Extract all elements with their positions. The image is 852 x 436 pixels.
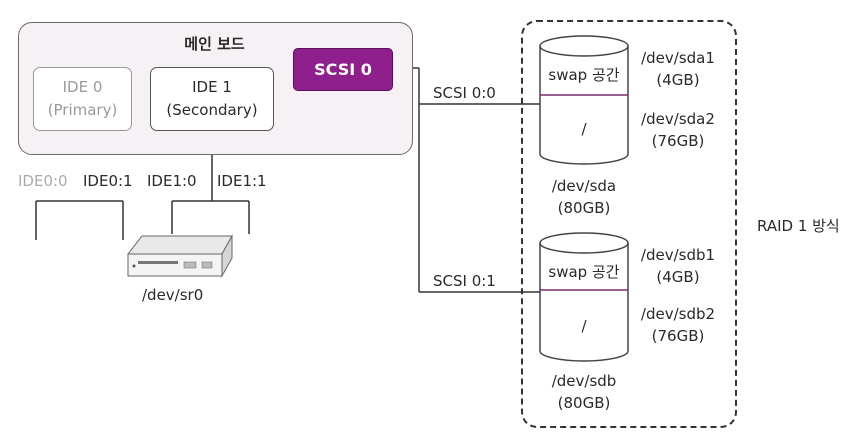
scsi0-controller: SCSI 0	[293, 48, 393, 91]
sda2-name: /dev/sda2	[641, 110, 715, 128]
sda1-size: (4GB)	[656, 70, 700, 89]
sdb-device-size: (80GB)	[557, 393, 611, 412]
ide0-controller: IDE 0 (Primary)	[33, 67, 132, 131]
sdb-device-name: /dev/sdb	[551, 372, 617, 390]
sdb2-name: /dev/sdb2	[640, 305, 716, 323]
cdrom-label: /dev/sr0	[142, 286, 204, 304]
scsi-0-0-label: SCSI 0:0	[433, 84, 496, 102]
raid-group-box	[521, 20, 737, 428]
sdb1-size: (4GB)	[656, 267, 700, 286]
disk-sdb-cylinder	[539, 232, 629, 362]
sdb1-name: /dev/sdb1	[640, 246, 716, 264]
disk-sda-cylinder	[539, 35, 629, 165]
sda-root-label: /	[581, 120, 587, 138]
ide1-role: (Secondary)	[166, 101, 258, 119]
sda-device: /dev/sda (80GB)	[530, 176, 638, 220]
port-ide0-0-label: IDE0:0	[18, 172, 68, 190]
raid-label: RAID 1 방식	[757, 217, 840, 235]
scsi-0-1-label: SCSI 0:1	[433, 272, 496, 290]
sdb-root-label: /	[581, 317, 587, 335]
sdb2-partition: /dev/sdb2 (76GB)	[632, 304, 724, 348]
port-ide1-0-label: IDE1:0	[147, 172, 197, 190]
sda2-partition: /dev/sda2 (76GB)	[632, 109, 724, 153]
motherboard-title: 메인 보드	[184, 35, 245, 53]
ide1-name: IDE 1	[192, 77, 232, 96]
ide0-name: IDE 0	[62, 77, 103, 96]
sda-device-name: /dev/sda	[551, 177, 617, 195]
sdb2-size: (76GB)	[651, 326, 705, 345]
sda-swap-label: swap 공간	[548, 66, 620, 84]
sda-device-size: (80GB)	[557, 198, 611, 217]
cdrom-drive-icon	[126, 234, 233, 278]
sdb1-partition: /dev/sdb1 (4GB)	[632, 245, 724, 289]
port-ide0-1-label: IDE0:1	[83, 172, 133, 190]
sda1-partition: /dev/sda1 (4GB)	[632, 48, 724, 92]
sdb-swap-label: swap 공간	[548, 263, 620, 281]
ide1-controller: IDE 1 (Secondary)	[150, 67, 274, 131]
sdb-device: /dev/sdb (80GB)	[530, 371, 638, 415]
sda2-size: (76GB)	[651, 131, 705, 150]
sda1-name: /dev/sda1	[641, 49, 715, 67]
port-ide1-1-label: IDE1:1	[217, 172, 267, 190]
ide0-role: (Primary)	[47, 101, 118, 119]
